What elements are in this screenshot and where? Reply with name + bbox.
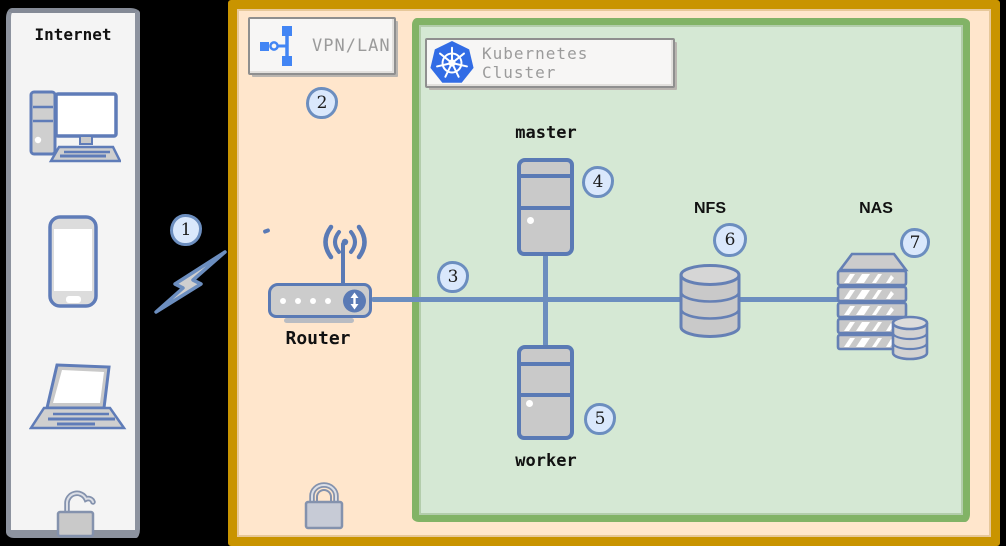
badge-2: 2 — [306, 87, 338, 119]
nfs-database-icon — [679, 264, 741, 338]
vpn-network-icon — [260, 26, 292, 66]
desktop-computer-icon — [29, 90, 121, 163]
worker-label: worker — [515, 451, 577, 471]
vpn-lan-title-box: VPN/LAN — [248, 17, 396, 75]
nas-storage-icon — [836, 252, 909, 351]
router-led — [280, 297, 286, 304]
wifi-antenna-icon — [323, 224, 367, 260]
router-antenna — [341, 242, 345, 286]
kubernetes-title-box: Kubernetes Cluster — [425, 38, 675, 88]
nfs-label: NFS — [694, 200, 726, 217]
smartphone-icon — [48, 215, 98, 308]
badge-3: 3 — [437, 261, 469, 293]
internet-panel: Internet — [6, 8, 140, 538]
master-label: master — [515, 123, 577, 143]
master-server-icon — [517, 158, 574, 256]
disk-stack-icon — [891, 315, 929, 361]
worker-server-icon — [517, 345, 574, 440]
badge-6: 6 — [713, 223, 747, 257]
updown-arrows-icon — [343, 289, 366, 312]
badge-5: 5 — [584, 403, 616, 435]
router-device — [268, 283, 372, 318]
nas-label: NAS — [859, 200, 893, 217]
router-base-shadow — [284, 318, 354, 323]
router-label: Router — [285, 328, 351, 349]
internet-panel-title: Internet — [34, 25, 112, 44]
kubernetes-cluster-label: Kubernetes Cluster — [482, 44, 589, 82]
router-led — [310, 297, 316, 304]
kubernetes-logo-icon — [430, 41, 474, 83]
lightning-bolt-icon — [154, 250, 227, 314]
router-led — [325, 297, 331, 304]
network-line-horizontal — [371, 297, 845, 302]
badge-1: 1 — [170, 214, 202, 246]
router-led — [295, 297, 301, 304]
open-padlock-icon — [56, 490, 96, 538]
network-line-master-worker — [543, 254, 548, 347]
badge-4: 4 — [582, 166, 614, 198]
vpn-lan-label: VPN/LAN — [312, 36, 391, 56]
badge-7: 7 — [900, 228, 930, 258]
closed-padlock-icon — [304, 482, 344, 530]
laptop-icon — [29, 363, 127, 430]
